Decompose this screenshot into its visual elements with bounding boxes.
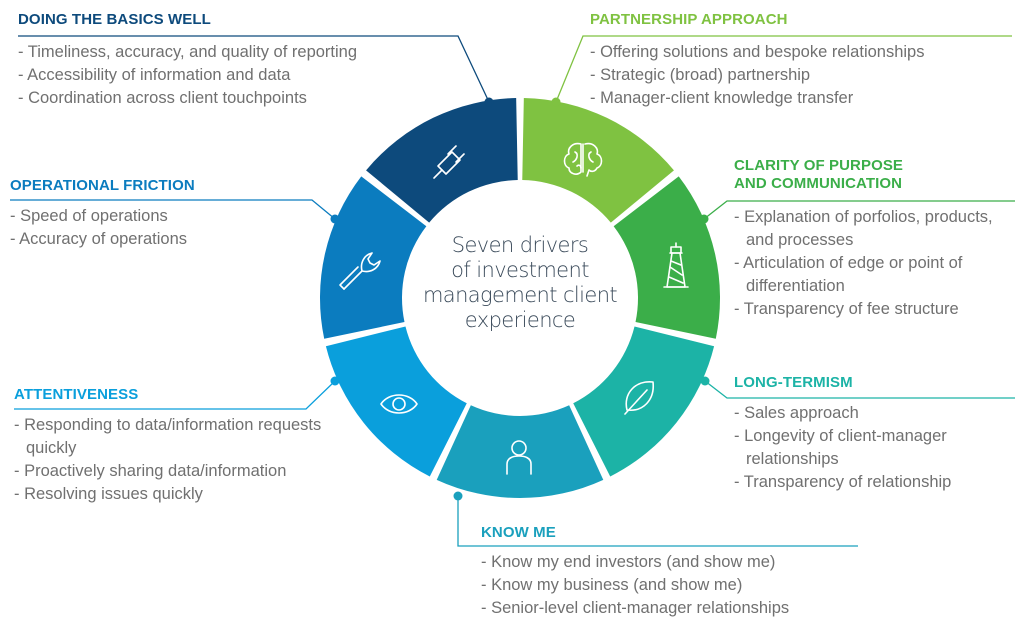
connector-dot-partnership <box>551 97 561 107</box>
brain-icon <box>563 142 603 177</box>
list-operational-friction: - Speed of operations - Accuracy of oper… <box>10 205 187 251</box>
list-item: - Proactively sharing data/information <box>14 462 287 480</box>
list-item: - Transparency of fee structure <box>734 300 959 318</box>
list-attentiveness: - Responding to data/information request… <box>14 414 344 506</box>
leaf-icon <box>624 381 654 415</box>
heading-clarity-of-purpose: CLARITY OF PURPOSE AND COMMUNICATION <box>734 157 903 193</box>
heading-partnership-approach: PARTNERSHIP APPROACH <box>590 11 788 28</box>
ring-segment-basics <box>366 98 518 223</box>
ring-segment-know-me <box>436 405 604 498</box>
list-doing-the-basics-well: - Timeliness, accuracy, and quality of r… <box>18 41 357 110</box>
list-item: - Senior-level client-manager relationsh… <box>481 599 790 617</box>
center-title-line: of investment <box>451 258 589 282</box>
ring-segment-friction <box>319 176 427 339</box>
plug-icon <box>433 145 465 179</box>
connector-line-friction <box>10 199 336 220</box>
list-item: - Speed of operations <box>10 207 168 225</box>
connector-line-basics <box>18 35 490 103</box>
list-clarity-of-purpose: - Explanation of porfolios, products, an… <box>734 206 1004 321</box>
person-icon <box>506 440 532 475</box>
list-item: - Articulation of edge or point of diffe… <box>734 254 963 295</box>
list-item: - Explanation of porfolios, products, an… <box>734 208 993 249</box>
ring-segment-partnership <box>522 98 674 223</box>
connector-dot-basics <box>484 97 494 107</box>
list-item: - Know my business (and show me) <box>481 576 743 594</box>
heading-doing-the-basics-well: DOING THE BASICS WELL <box>18 11 211 28</box>
center-title-line: Seven drivers <box>451 233 589 257</box>
lighthouse-icon <box>663 242 689 288</box>
eye-icon <box>380 394 418 414</box>
connector-line-clarity <box>703 200 1015 220</box>
list-partnership-approach: - Offering solutions and bespoke relatio… <box>590 41 924 110</box>
center-title-line: management client <box>422 283 618 307</box>
list-item: - Offering solutions and bespoke relatio… <box>590 43 925 61</box>
wrench-icon <box>339 252 381 290</box>
center-title-line: experience <box>464 308 576 332</box>
list-item: - Accuracy of operations <box>10 230 188 248</box>
connector-line-long-termism <box>704 380 1015 399</box>
list-item: - Resolving issues quickly <box>14 485 203 503</box>
list-item: - Sales approach <box>734 404 859 422</box>
center-title: Seven drivers of investment management c… <box>417 233 623 333</box>
heading-line: CLARITY OF PURPOSE <box>734 157 904 174</box>
heading-know-me: KNOW ME <box>481 524 556 541</box>
ring-segment-long-termism <box>573 326 715 477</box>
list-item: - Longevity of client-manager relationsh… <box>734 427 947 468</box>
ring-segment-clarity <box>613 176 720 339</box>
list-item: - Transparency of relationship <box>734 473 952 491</box>
heading-operational-friction: OPERATIONAL FRICTION <box>10 177 195 194</box>
list-item: - Manager-client knowledge transfer <box>590 89 854 107</box>
heading-attentiveness: ATTENTIVENESS <box>14 386 139 403</box>
list-item: - Know my end investors (and show me) <box>481 553 776 571</box>
list-item: - Strategic (broad) partnership <box>590 66 811 84</box>
connector-line-attentiveness <box>14 380 336 410</box>
connector-dot-attentiveness <box>330 376 340 386</box>
ring-segment-attentiveness <box>325 326 467 477</box>
connector-line-know-me <box>457 496 858 547</box>
connector-line-partnership <box>555 35 1012 103</box>
list-item: - Timeliness, accuracy, and quality of r… <box>18 43 358 61</box>
list-item: - Responding to data/information request… <box>14 416 322 457</box>
list-item: - Coordination across client touchpoints <box>18 89 307 107</box>
list-item: - Accessibility of information and data <box>18 66 291 84</box>
connector-dot-friction <box>330 214 340 224</box>
list-long-termism: - Sales approach - Longevity of client-m… <box>734 402 1009 494</box>
connector-dot-know-me <box>453 491 463 501</box>
connector-dot-clarity <box>699 214 709 224</box>
connector-dot-long-termism <box>700 376 710 386</box>
heading-line: AND COMMUNICATION <box>734 175 903 192</box>
list-know-me: - Know my end investors (and show me) - … <box>481 551 789 620</box>
heading-long-termism: LONG-TERMISM <box>734 374 853 391</box>
